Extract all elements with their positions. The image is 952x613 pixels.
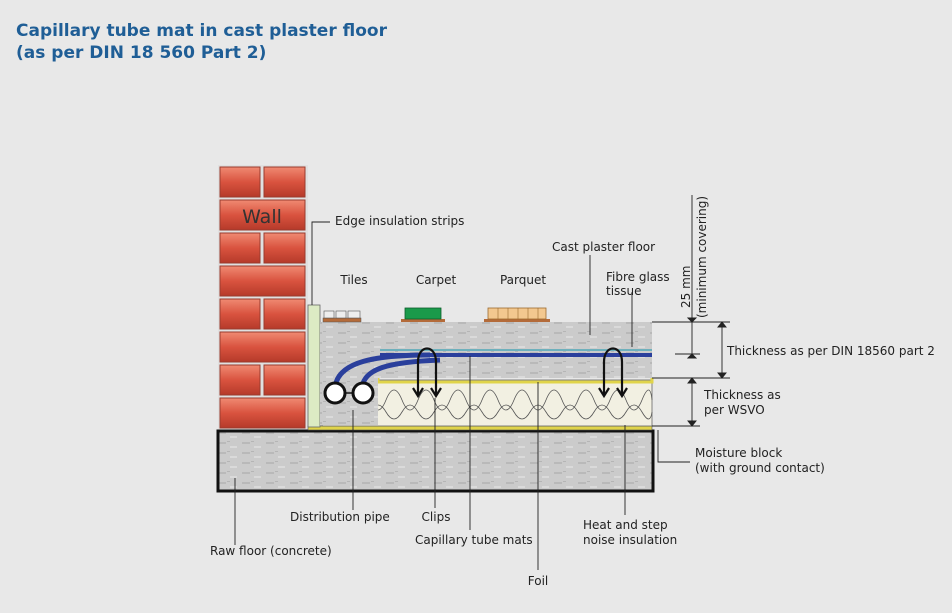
label-foil: Foil [528,574,548,588]
label-carpet: Carpet [416,273,457,287]
label-moisture-2: (with ground contact) [695,461,825,475]
title-line-1: Capillary tube mat in cast plaster floor [16,21,387,41]
label-moisture-1: Moisture block [695,446,782,460]
carpet-covering [401,307,445,322]
label-min-cover-1: 25 mm [679,266,693,308]
label-capillary-mats: Capillary tube mats [415,533,533,547]
label-edge-insulation: Edge insulation strips [335,214,464,228]
label-wsvo-2: per WSVO [704,403,765,417]
label-distribution-pipe: Distribution pipe [290,510,390,524]
label-parquet: Parquet [500,273,546,287]
label-min-cover-2: (minimum covering) [695,196,709,318]
label-fibre-glass-2: tissue [606,284,642,298]
title-line-2: (as per DIN 18 560 Part 2) [16,43,267,63]
capillary-tube-curve-1 [332,352,431,391]
tiles-covering [322,310,362,323]
page-title: Capillary tube mat in cast plaster floor… [16,20,387,64]
distribution-pipe-2 [351,381,375,405]
raw-floor-concrete [216,429,655,493]
clip-2 [598,347,628,399]
label-heat-insulation-1: Heat and step [583,518,668,532]
wall-label: Wall [242,206,282,228]
parquet-covering [484,307,550,322]
brick-wall: Wall [218,165,308,430]
label-din-thickness: Thickness as per DIN 18560 part 2 [726,344,935,358]
label-wsvo-1: Thickness as [703,388,781,402]
label-clips: Clips [422,510,451,524]
label-raw-floor: Raw floor (concrete) [210,544,332,558]
leader-lines [234,221,690,570]
clip-1 [412,347,442,399]
distribution-pipe-1 [323,381,347,405]
moisture-block [307,425,653,431]
dimension-markers [652,195,730,427]
edge-insulation-strip [307,304,321,428]
label-heat-insulation-2: noise insulation [583,533,677,547]
label-fibre-glass-1: Fibre glass [606,270,670,284]
label-cast-plaster: Cast plaster floor [552,240,655,254]
label-tiles: Tiles [339,273,367,287]
